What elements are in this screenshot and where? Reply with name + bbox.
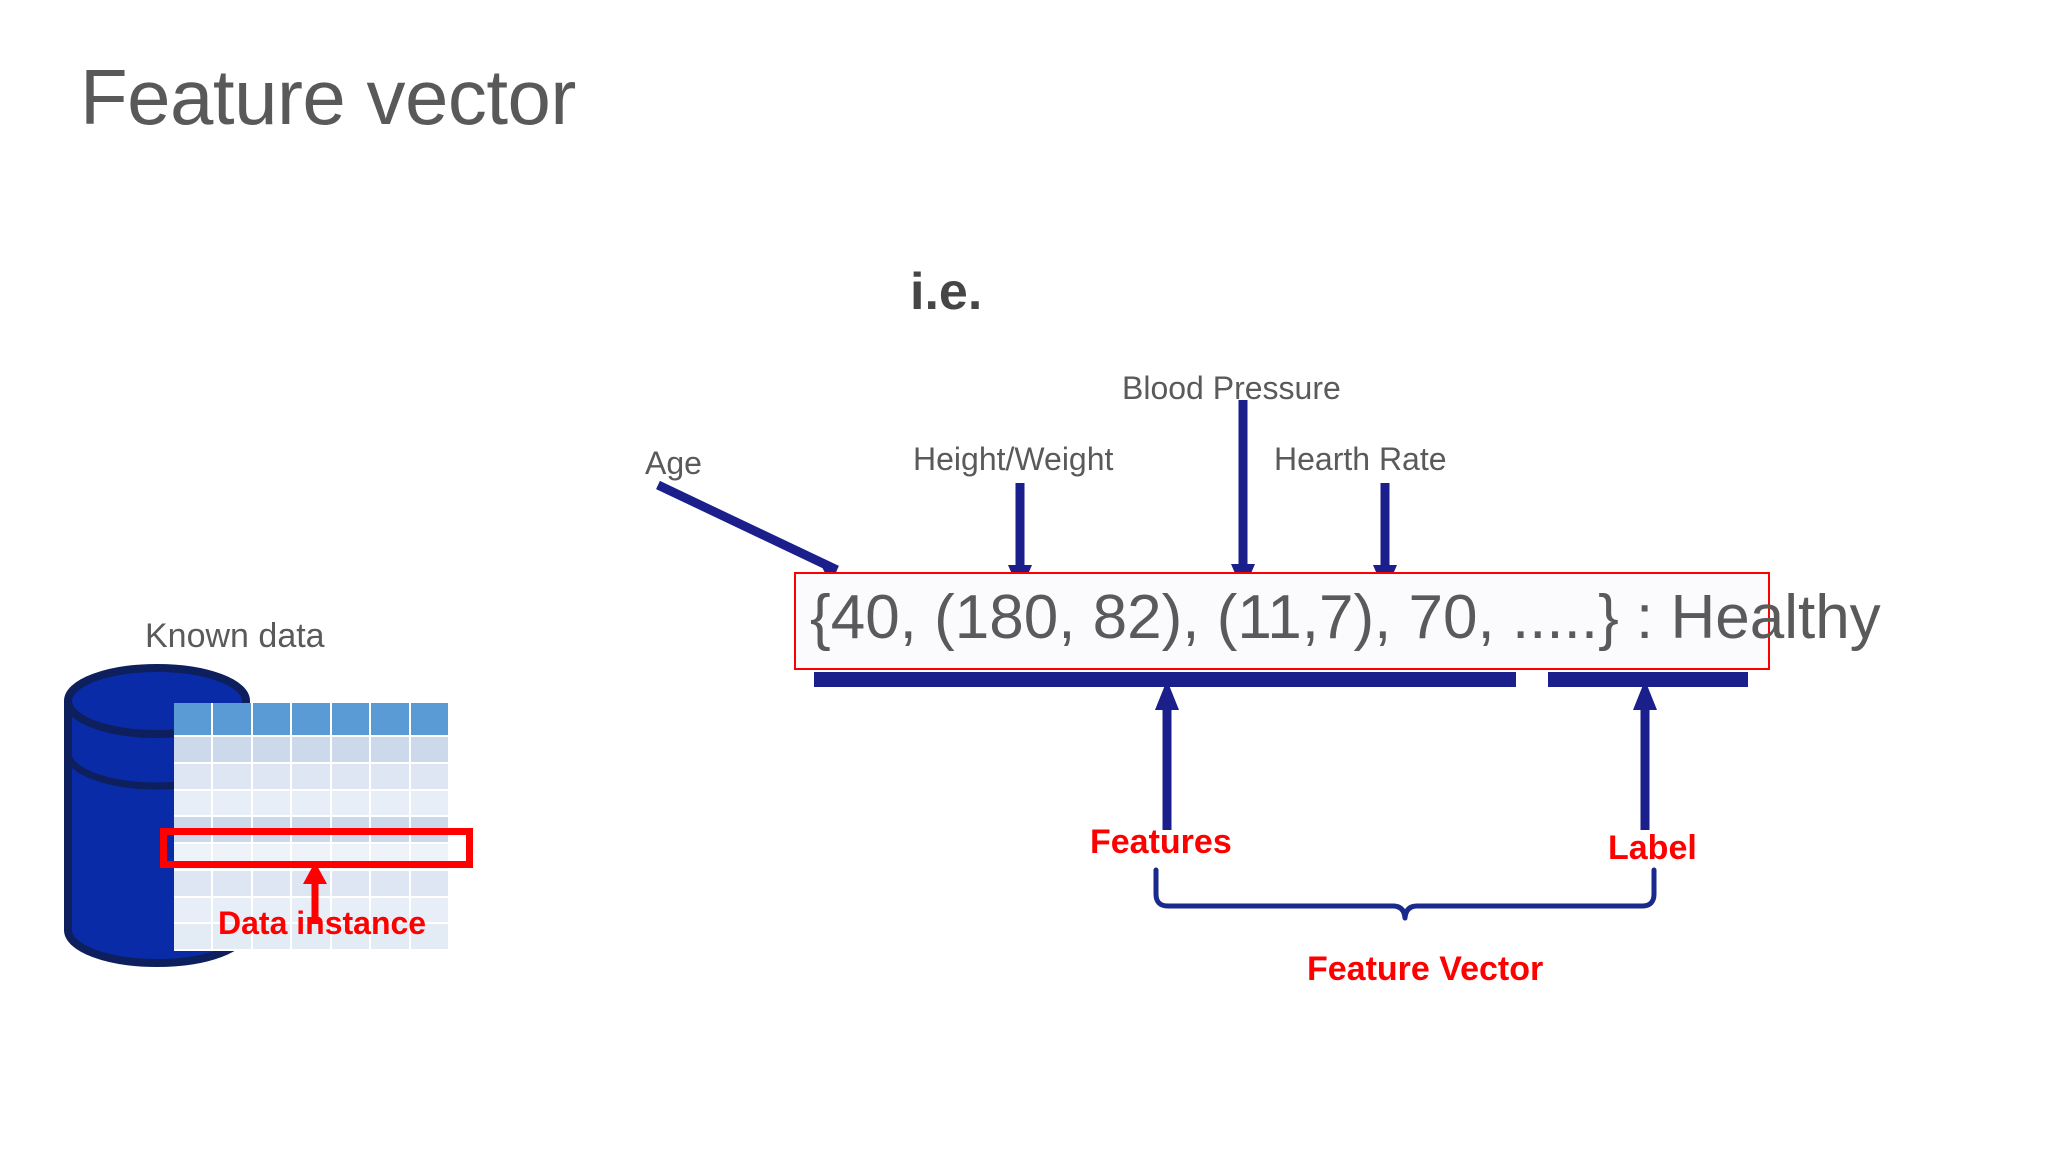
feature-vector-brace-icon bbox=[1153, 867, 1657, 921]
label-up-arrow-icon bbox=[1633, 680, 1657, 830]
table-cell bbox=[252, 737, 293, 764]
feature-vector-box bbox=[794, 572, 1770, 670]
table-cell bbox=[331, 790, 372, 818]
features-underline-bar bbox=[814, 672, 1516, 687]
table-row bbox=[174, 737, 450, 764]
table-cell bbox=[371, 924, 411, 951]
table-cell bbox=[174, 897, 214, 925]
label-height-weight: Height/Weight bbox=[913, 441, 1114, 477]
blood-pressure-arrow-icon bbox=[1231, 400, 1255, 592]
table-header-cell bbox=[371, 703, 411, 737]
table-cell bbox=[213, 870, 253, 898]
table-cell bbox=[252, 924, 293, 951]
table-row bbox=[174, 817, 450, 844]
table-cell bbox=[371, 870, 411, 898]
table-cell bbox=[331, 844, 372, 871]
table-cell bbox=[213, 924, 253, 951]
table-header-cell bbox=[331, 703, 372, 737]
table-cell bbox=[410, 790, 450, 818]
table-cell bbox=[331, 763, 372, 791]
table-cell bbox=[371, 790, 411, 818]
table-cell bbox=[252, 817, 293, 844]
table-cell bbox=[252, 870, 293, 898]
table-cell bbox=[292, 790, 332, 818]
table-cell bbox=[410, 737, 450, 764]
table-row bbox=[174, 790, 450, 818]
table-header-cell bbox=[252, 703, 293, 737]
table-cell bbox=[371, 817, 411, 844]
table-cell bbox=[410, 817, 450, 844]
table-cell bbox=[213, 817, 253, 844]
table-header-cell bbox=[213, 703, 253, 737]
table-cell bbox=[252, 790, 293, 818]
table-cell bbox=[410, 897, 450, 925]
table-row bbox=[174, 924, 450, 951]
label-underline-bar bbox=[1548, 672, 1748, 687]
table-cell bbox=[174, 924, 214, 951]
table-cell bbox=[410, 844, 450, 871]
table-cell bbox=[371, 737, 411, 764]
table-cell bbox=[174, 763, 214, 791]
label-blood-pressure: Blood Pressure bbox=[1122, 370, 1341, 406]
known-data-caption: Known data bbox=[145, 617, 325, 655]
table-cell bbox=[331, 817, 372, 844]
table-cell bbox=[410, 763, 450, 791]
page-title: Feature vector bbox=[80, 53, 576, 141]
table-cell bbox=[213, 844, 253, 871]
features-annotation: Features bbox=[1090, 823, 1232, 861]
table-header-row bbox=[174, 703, 450, 737]
table-header-cell bbox=[410, 703, 450, 737]
table-cell bbox=[331, 924, 372, 951]
table-cell bbox=[252, 763, 293, 791]
table-cell bbox=[213, 897, 253, 925]
table-cell bbox=[371, 897, 411, 925]
table-cell bbox=[174, 737, 214, 764]
ie-marker: i.e. bbox=[910, 263, 983, 321]
table-cell bbox=[252, 897, 293, 925]
feature-vector-expression: {40, (180, 82), (11,7), 70, .....} : Hea… bbox=[810, 583, 1881, 652]
table-cell bbox=[371, 844, 411, 871]
features-up-arrow-icon bbox=[1155, 680, 1179, 830]
table-cell bbox=[213, 790, 253, 818]
table-header-cell bbox=[174, 703, 214, 737]
table-cell bbox=[331, 897, 372, 925]
table-cell bbox=[292, 817, 332, 844]
label-age: Age bbox=[645, 445, 702, 481]
table-cell bbox=[174, 790, 214, 818]
table-row bbox=[174, 763, 450, 791]
label-annotation: Label bbox=[1608, 829, 1697, 867]
table-cell bbox=[410, 870, 450, 898]
data-instance-label: Data instance bbox=[218, 905, 427, 941]
table-cell bbox=[292, 924, 332, 951]
table-cell bbox=[331, 870, 372, 898]
table-cell bbox=[213, 763, 253, 791]
table-header-cell bbox=[292, 703, 332, 737]
table-cell bbox=[292, 737, 332, 764]
table-cell bbox=[410, 924, 450, 951]
table-row bbox=[174, 897, 450, 925]
table-cell bbox=[174, 817, 214, 844]
label-hearth-rate: Hearth Rate bbox=[1274, 441, 1447, 477]
data-instance-arrow-icon bbox=[303, 862, 327, 924]
table-cell bbox=[252, 844, 293, 871]
table-cell bbox=[213, 737, 253, 764]
table-cell bbox=[371, 763, 411, 791]
table-cell bbox=[174, 870, 214, 898]
table-cell bbox=[331, 737, 372, 764]
table-cell bbox=[174, 844, 214, 871]
table-cell bbox=[292, 763, 332, 791]
feature-vector-annotation: Feature Vector bbox=[1307, 950, 1544, 988]
